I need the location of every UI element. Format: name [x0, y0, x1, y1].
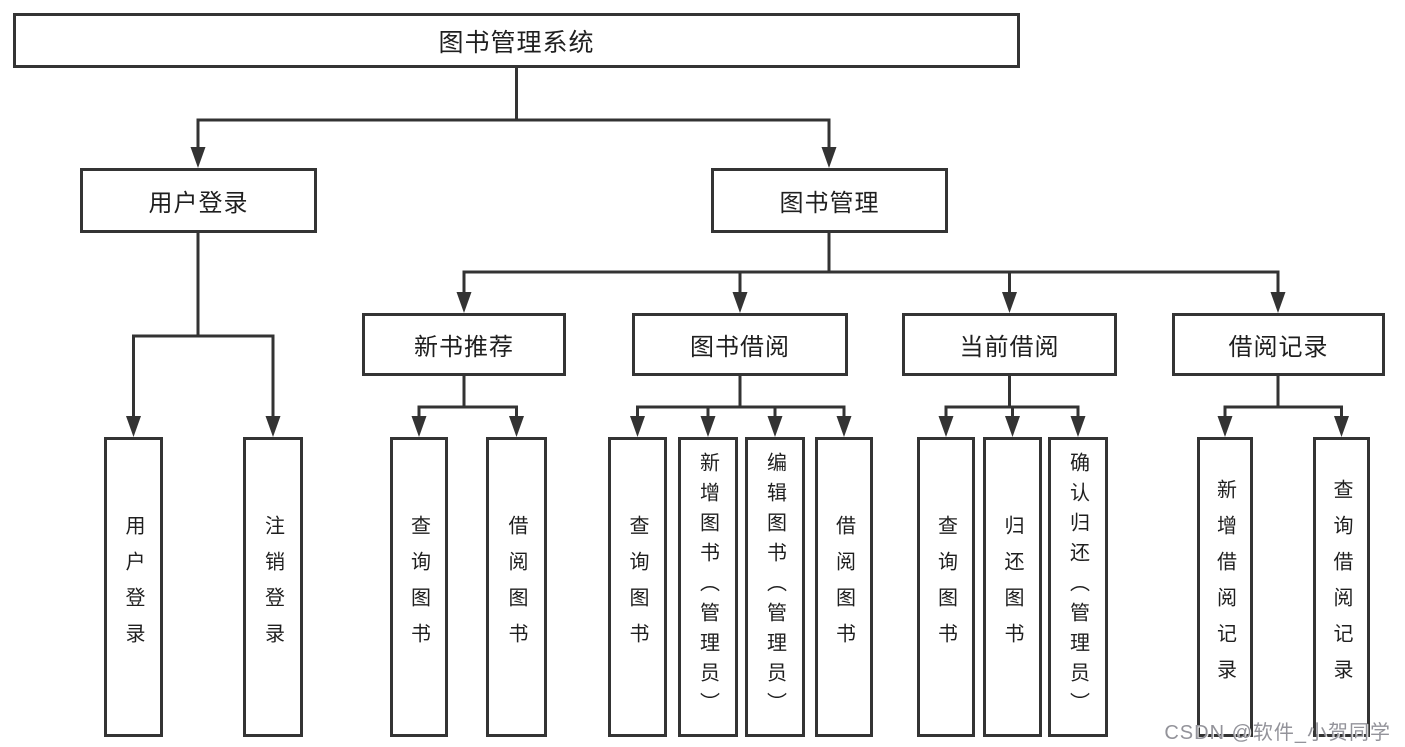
node-label: 新增借阅记录: [1213, 479, 1236, 695]
node-borrow-records: 借阅记录: [1172, 313, 1385, 376]
node-label: 查询图书: [626, 515, 648, 659]
node-book-borrow: 图书借阅: [632, 313, 848, 376]
node-label: 查询图书: [934, 515, 957, 659]
leaf-query-books-borrow: 查询图书: [608, 437, 667, 737]
node-label: 当前借阅: [959, 334, 1060, 361]
node-label: 图书借阅: [690, 334, 790, 361]
node-user-login: 用户登录: [80, 168, 317, 233]
leaf-add-borrow-record: 新增借阅记录: [1197, 437, 1253, 737]
node-label: 图书管理: [779, 190, 880, 217]
leaf-return-book: 归还图书: [983, 437, 1042, 737]
node-label: 查询图书: [407, 515, 430, 659]
node-label: 新书推荐: [414, 334, 514, 361]
node-label: 查询借阅记录: [1330, 479, 1352, 695]
leaf-query-books-recommend: 查询图书: [390, 437, 448, 737]
node-new-book-recommend: 新书推荐: [362, 313, 566, 376]
node-label: 图书管理系统: [438, 28, 595, 57]
leaf-borrow-books-borrow: 借阅图书: [815, 437, 873, 737]
node-label: 借阅图书: [505, 515, 527, 659]
leaf-user-login: 用户登录: [104, 437, 163, 737]
node-book-management: 图书管理: [711, 168, 948, 233]
leaf-borrow-books-recommend: 借阅图书: [486, 437, 547, 737]
node-current-borrow: 当前借阅: [902, 313, 1117, 376]
node-label: 新增图书（管理员）: [696, 452, 719, 722]
node-label: 用户登录: [122, 515, 144, 659]
leaf-query-borrow-record: 查询借阅记录: [1313, 437, 1370, 737]
leaf-edit-book-admin: 编辑图书（管理员）: [745, 437, 805, 737]
node-label: 借阅图书: [832, 515, 855, 659]
leaf-logout: 注销登录: [243, 437, 303, 737]
node-label: 用户登录: [148, 190, 249, 217]
node-label: 注销登录: [261, 515, 284, 659]
leaf-add-book-admin: 新增图书（管理员）: [678, 437, 738, 737]
node-label: 确认归还（管理员）: [1066, 452, 1089, 722]
node-root: 图书管理系统: [13, 13, 1020, 68]
watermark: CSDN @软件_小贺同学: [1164, 722, 1391, 744]
leaf-query-books-current: 查询图书: [917, 437, 975, 737]
leaf-confirm-return-admin: 确认归还（管理员）: [1048, 437, 1108, 737]
node-label: 编辑图书（管理员）: [763, 452, 786, 722]
node-label: 归还图书: [1001, 515, 1023, 659]
node-label: 借阅记录: [1228, 334, 1329, 361]
